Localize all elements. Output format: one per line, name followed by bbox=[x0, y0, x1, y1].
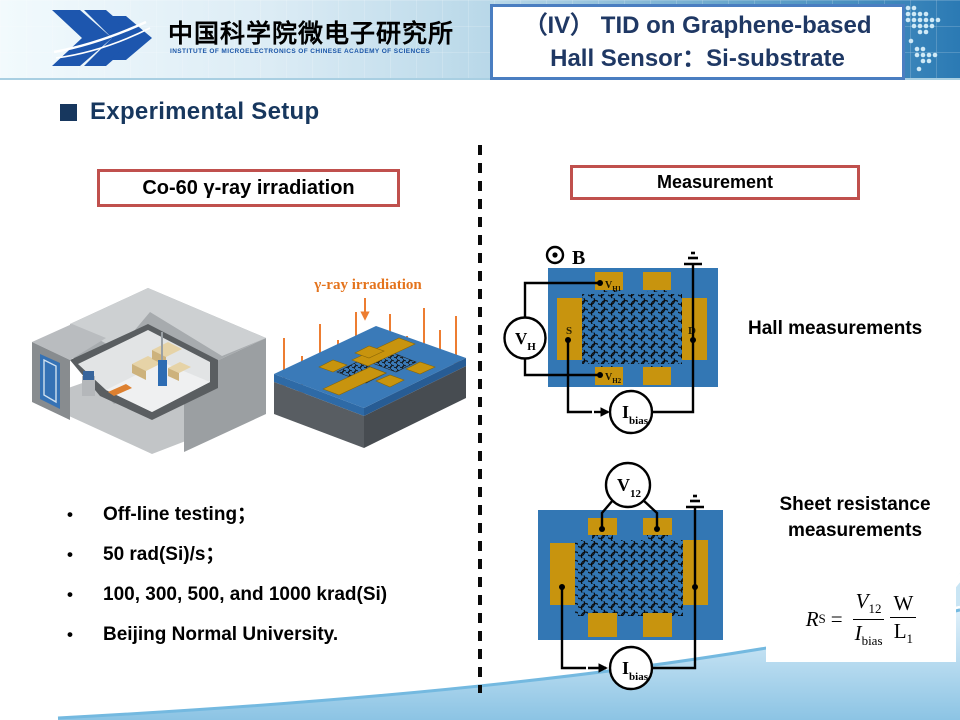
header: 中国科学院微电子研究所 INSTITUTE OF MICROELECTRONIC… bbox=[0, 0, 960, 80]
source-label: S bbox=[566, 325, 572, 337]
irradiation-facility-illustration bbox=[32, 288, 266, 454]
formula-fraction-1: V12 Ibias bbox=[852, 589, 885, 648]
bullet-item: • Off-line testing； bbox=[62, 502, 387, 528]
formula-num1-sub: 12 bbox=[868, 601, 882, 617]
sheet-resistance-diagram: V12 Ibias bbox=[538, 461, 723, 691]
hall-measurements-caption: Hall measurements bbox=[748, 318, 923, 339]
bias-current-source: Ibias bbox=[608, 389, 654, 435]
hall-voltmeter: VH bbox=[503, 316, 547, 360]
institute-name-cn: 中国科学院微电子研究所 bbox=[168, 20, 455, 48]
svg-text:Ibias: Ibias bbox=[622, 658, 649, 683]
svg-text:Ibias: Ibias bbox=[622, 402, 649, 427]
graphene-channel bbox=[575, 540, 683, 616]
b-field-symbol: B bbox=[545, 245, 585, 269]
formula-den2: L bbox=[893, 618, 907, 643]
bullet-text: Beijing Normal University. bbox=[103, 624, 339, 645]
bottom-left-electrode bbox=[588, 613, 617, 637]
chip-caption: γ-ray irradiation bbox=[313, 277, 422, 293]
wires bbox=[523, 265, 695, 417]
swoosh-main bbox=[58, 610, 960, 720]
bullet-marker: • bbox=[67, 505, 73, 524]
bullet-text: Off-line testing； bbox=[103, 504, 257, 525]
bullet-text: 50 rad(Si)/s； bbox=[103, 544, 225, 565]
formula-num2: W bbox=[890, 591, 917, 618]
bottom-right-electrode bbox=[643, 367, 671, 385]
formula-den1: I bbox=[854, 620, 862, 645]
formula-den1-sub: bias bbox=[861, 632, 883, 648]
bullet-text: 100, 300, 500, and 1000 krad(Si) bbox=[103, 584, 388, 605]
vh2-electrode bbox=[595, 367, 623, 385]
formula-den2-sub: 1 bbox=[906, 630, 914, 646]
ground-icon bbox=[686, 494, 704, 509]
wires bbox=[560, 499, 697, 673]
dots-arrow-decoration-icon bbox=[905, 5, 941, 72]
irradiation-box: Co-60 γ-ray irradiation bbox=[97, 169, 400, 207]
irradiation-box-label: Co-60 γ-ray irradiation bbox=[142, 176, 355, 199]
formula-lhs: R bbox=[805, 606, 819, 631]
sheet-caption-line1: Sheet resistance bbox=[779, 494, 931, 515]
chip-body bbox=[274, 326, 466, 448]
formula-num1: V bbox=[855, 589, 869, 614]
b-field-label: B bbox=[572, 247, 585, 269]
svg-text:VH: VH bbox=[515, 329, 536, 353]
institute-name-en: INSTITUTE OF MICROELECTRONICS OF CHINESE… bbox=[170, 48, 431, 55]
vh2-label: VH2 bbox=[605, 372, 622, 385]
ground-icon bbox=[684, 251, 702, 266]
slide-title-line2: Hall Sensor：Si-substrate bbox=[550, 45, 845, 72]
bullet-item: • 100, 300, 500, and 1000 krad(Si) bbox=[62, 582, 387, 608]
bottom-right-electrode bbox=[643, 613, 672, 637]
bullet-item: • 50 rad(Si)/s； bbox=[62, 542, 387, 568]
hall-measurement-diagram: B S D bbox=[503, 245, 718, 435]
bullet-item: • Beijing Normal University. bbox=[62, 622, 387, 648]
chip-irradiation-illustration: γ-ray irradiation bbox=[274, 277, 466, 448]
svg-text:V12: V12 bbox=[617, 475, 642, 500]
vh1-electrode bbox=[595, 272, 623, 290]
top-right-electrode bbox=[643, 272, 671, 290]
section-heading-text: Experimental Setup bbox=[90, 98, 320, 125]
bullet-list: • Off-line testing； • 50 rad(Si)/s； • 100, … bbox=[62, 502, 387, 662]
formula-equals: = bbox=[830, 606, 843, 631]
vh1-label: VH1 bbox=[605, 280, 622, 293]
slide-title-box: （IV） TID on Graphene-based Hall Sensor：S… bbox=[490, 4, 905, 80]
bullet-marker: • bbox=[67, 585, 73, 604]
wire-dots bbox=[565, 280, 696, 378]
institute-logo-icon bbox=[52, 10, 152, 66]
graphene-channel bbox=[582, 294, 682, 364]
measurement-box-label: Measurement bbox=[656, 172, 774, 192]
electrodes bbox=[557, 272, 707, 385]
section-heading: Experimental Setup bbox=[60, 98, 319, 126]
gold-electrodes bbox=[318, 337, 436, 396]
section-bullet-square bbox=[60, 103, 77, 121]
formula-fraction-2: W L1 bbox=[890, 591, 917, 647]
measurement-box: Measurement bbox=[570, 165, 860, 200]
v12-voltmeter: V12 bbox=[604, 461, 652, 509]
sheet-caption-line2: measurements bbox=[787, 520, 923, 541]
bias-current-source: Ibias bbox=[608, 645, 654, 691]
bullet-marker: • bbox=[67, 545, 73, 564]
bullet-marker: • bbox=[67, 625, 73, 644]
drain-electrode bbox=[682, 298, 707, 360]
sheet-resistance-caption: Sheet resistance measurements bbox=[756, 492, 954, 544]
formula-lhs-sub: S bbox=[818, 611, 826, 626]
slide-title-line1: （IV） TID on Graphene-based bbox=[523, 12, 872, 39]
source-electrode bbox=[557, 298, 582, 360]
vertical-dashed-separator bbox=[478, 145, 482, 693]
wire-dots bbox=[559, 526, 698, 590]
